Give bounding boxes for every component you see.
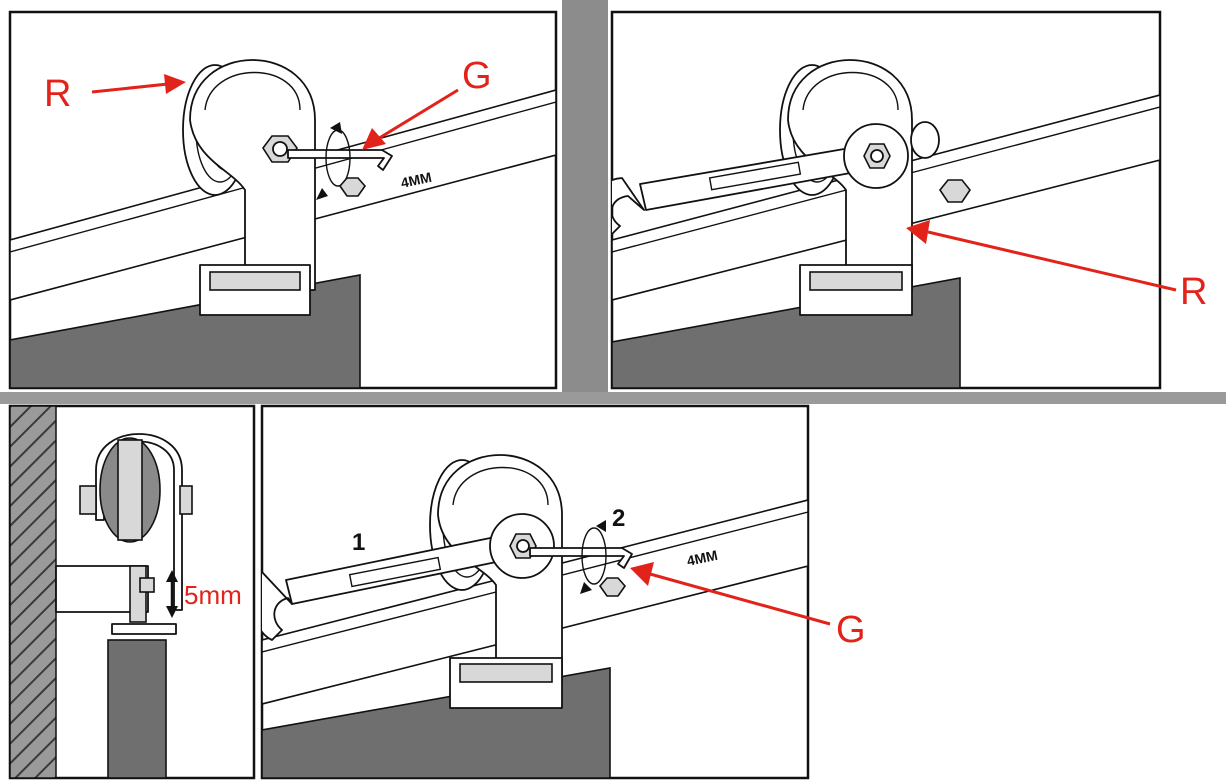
arrow-r — [91, 74, 186, 94]
bolt-head — [939, 179, 971, 203]
panel-top-right: R — [610, 10, 1207, 390]
arrow-g — [630, 562, 831, 626]
gap-arrow-icon — [166, 570, 178, 618]
label-g: G — [462, 55, 492, 97]
allen-key-4mm — [287, 149, 393, 171]
panel-top-left: 4MM R G — [8, 10, 558, 390]
door-edge — [107, 639, 167, 778]
step-1-label: 1 — [352, 529, 365, 556]
panel-bottom-middle: 4MM 1 2 G — [260, 404, 866, 780]
arrow-r — [906, 220, 1177, 292]
label-r: R — [1180, 271, 1207, 313]
nut — [139, 577, 155, 593]
hanger-strap — [129, 565, 147, 623]
size-4mm-label: 4MM — [399, 169, 433, 191]
wall-hatch — [10, 406, 57, 778]
size-4mm-label: 4MM — [685, 547, 719, 569]
step-2-label: 2 — [612, 505, 625, 532]
roller-hanger — [182, 59, 316, 316]
side-roller — [79, 433, 193, 611]
open-end-wrench — [262, 513, 555, 641]
label-r: R — [44, 73, 71, 115]
open-end-wrench — [612, 123, 909, 236]
panel-divider-horizontal — [0, 392, 1226, 404]
bolt-head — [598, 577, 627, 597]
rotation-arrow-icon — [580, 520, 607, 594]
panel-divider-vertical — [562, 0, 608, 400]
label-g: G — [836, 609, 866, 651]
rotation-arrow-icon — [316, 122, 351, 200]
roller-hanger — [429, 454, 563, 709]
bolt-head — [338, 177, 367, 197]
panel-bottom-left: 5mm — [8, 404, 256, 780]
arrow-g — [362, 88, 459, 150]
gap-5mm-label: 5mm — [184, 580, 242, 610]
